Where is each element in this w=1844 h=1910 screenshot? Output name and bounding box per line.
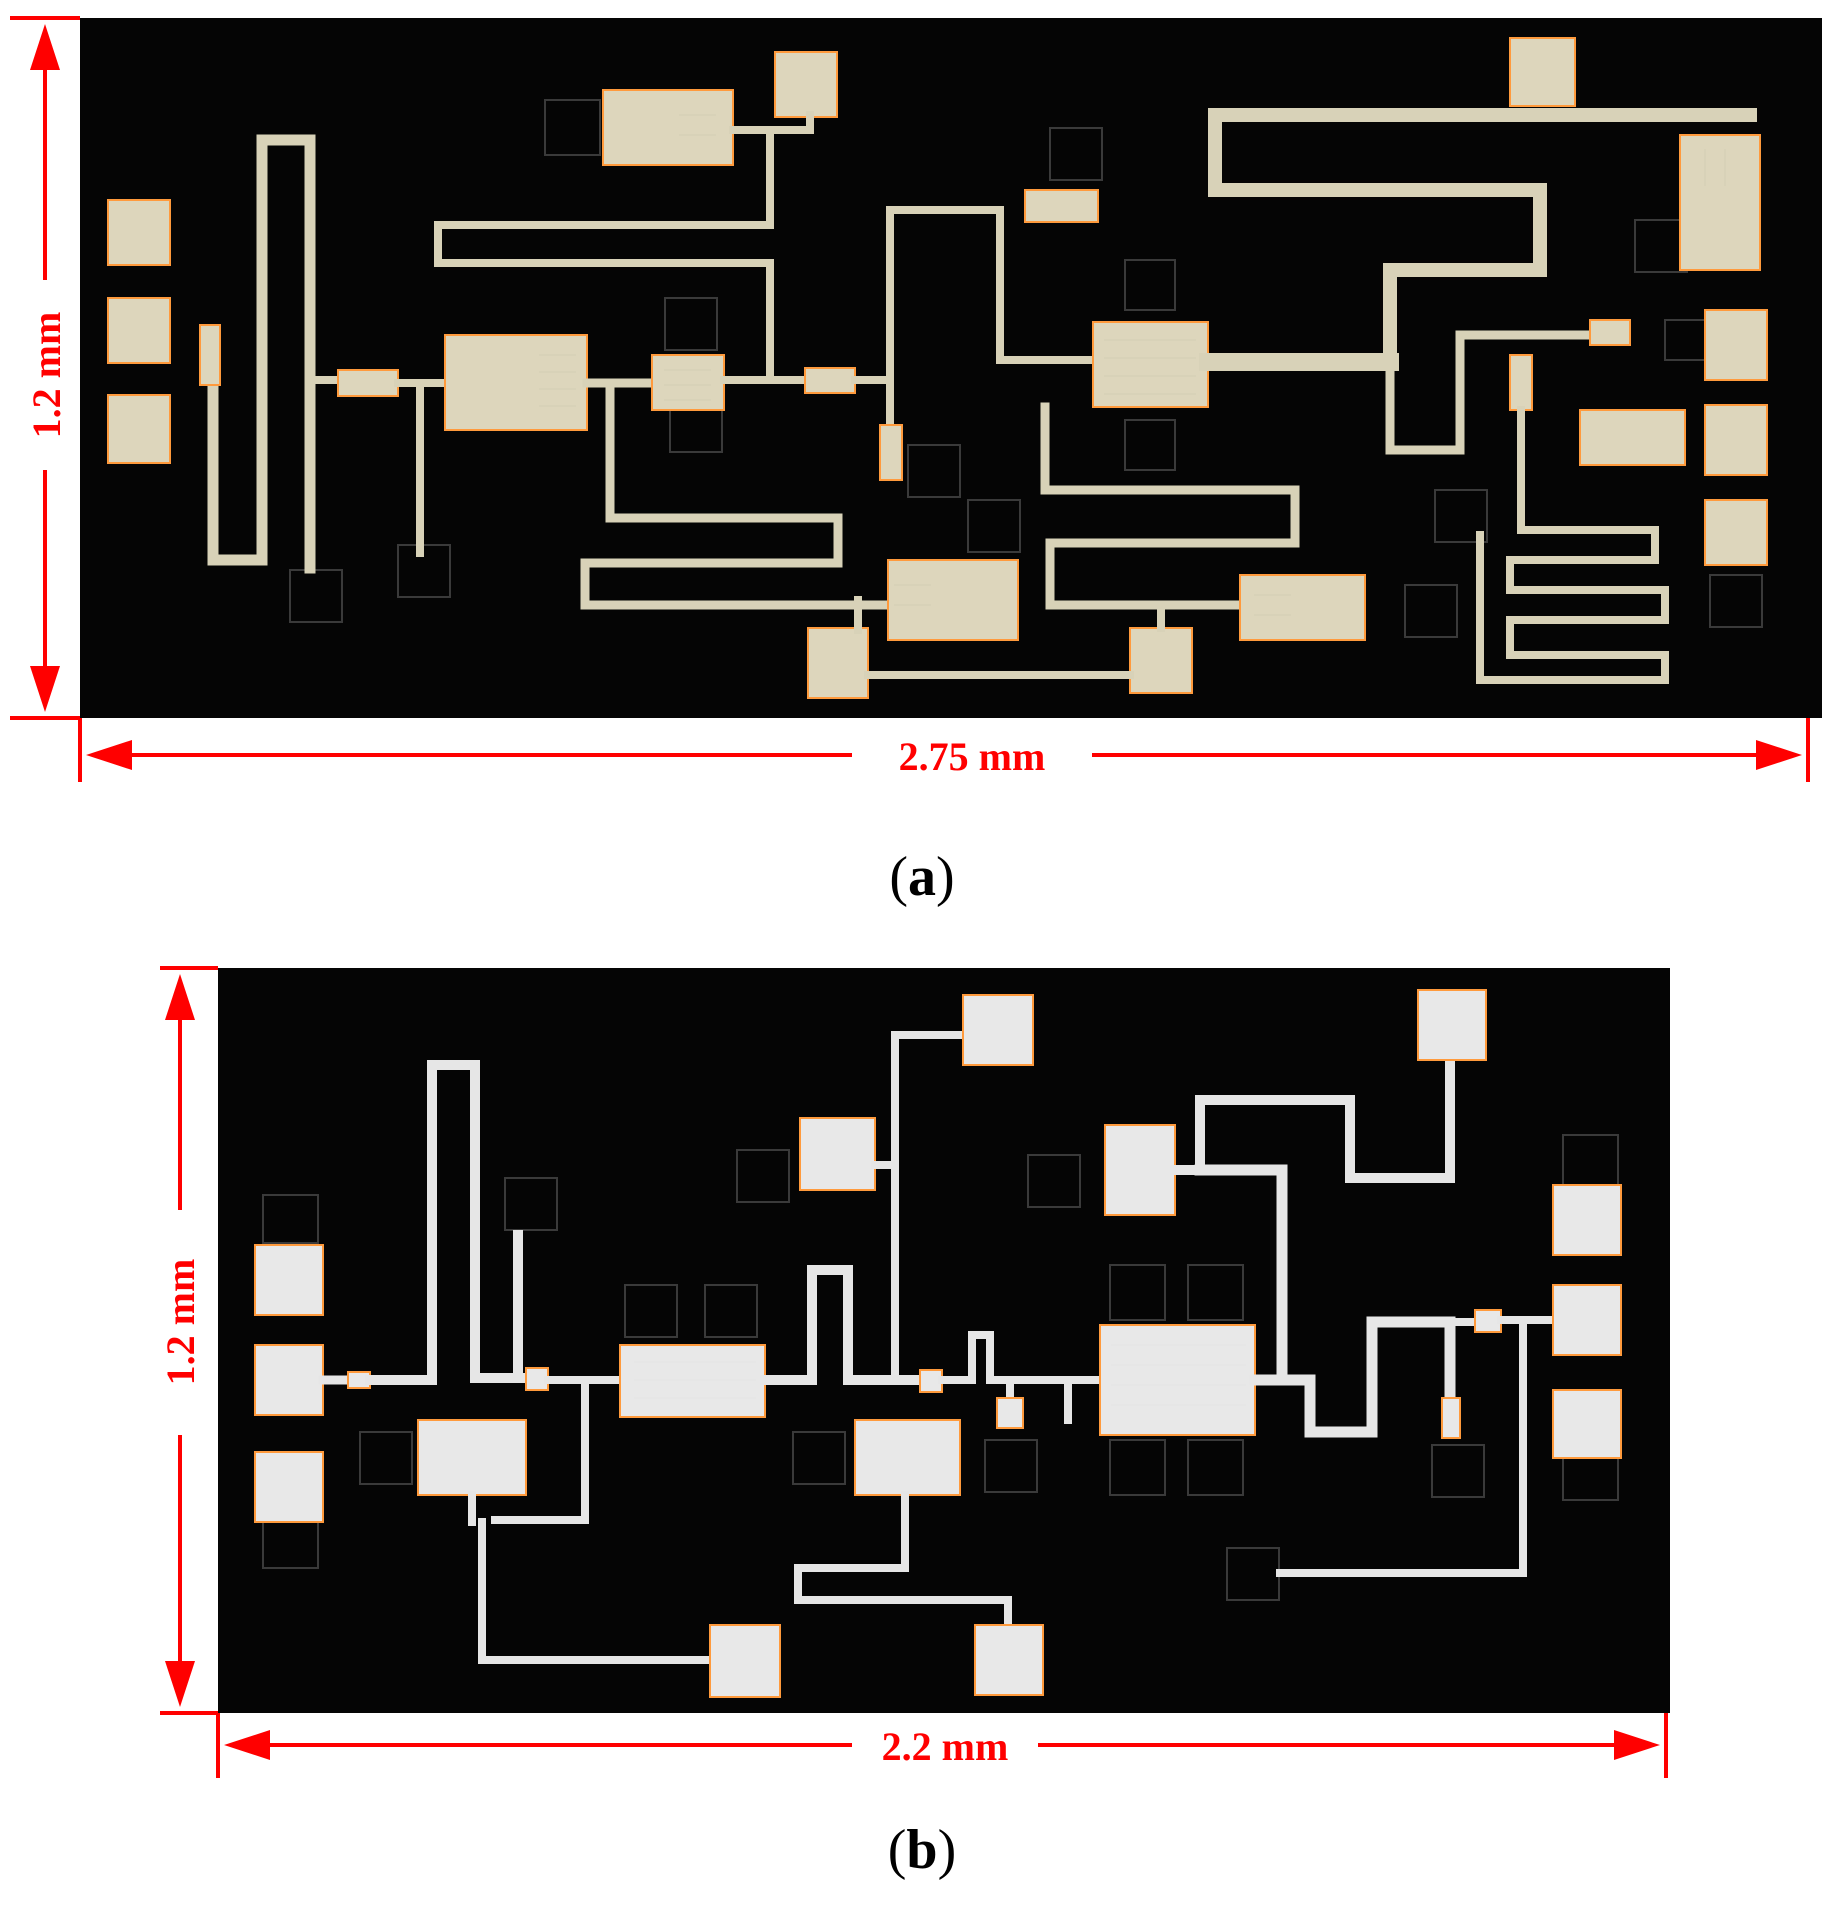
height-dimension-b: 1.2 mm [158,966,218,1715]
height-dimension-a: 1.2 mm [10,16,80,720]
width-dimension-b: 2.2 mm [216,1713,1668,1778]
chip-a-layout [107,37,1768,699]
panel-a: 1.2 mm 2.75 mm (a) [10,16,1822,908]
caption-b: (b) [888,1819,956,1881]
height-label-a: 1.2 mm [24,312,69,439]
width-label-a: 2.75 mm [899,734,1046,779]
chip-b-die [218,968,1670,1713]
chip-b-layout [254,989,1622,1698]
caption-a: (a) [889,846,954,908]
panel-b: 1.2 mm 2.2 mm (b) [158,966,1670,1881]
height-label-b: 1.2 mm [158,1259,203,1386]
width-dimension-a: 2.75 mm [78,718,1810,782]
width-label-b: 2.2 mm [882,1724,1009,1769]
